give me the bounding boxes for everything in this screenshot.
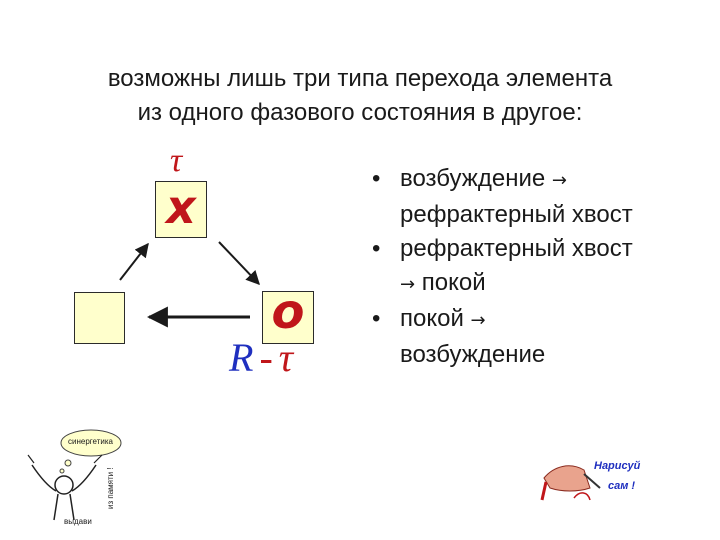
bullet-dot: • [372,235,381,262]
thinking-man-clipart: синергетика из памяти ! выдави [24,425,134,530]
title-line-2: из одного фазового состояния в другое: [137,99,583,126]
arrow-rest-to-excited [119,242,149,281]
refractory-state-box: o [262,284,314,344]
list-item-text-2: возбуждение [400,341,546,368]
tau-symbol: τ [170,142,183,179]
clipart-right-line-1: Нарисуй [594,460,641,472]
list-item-text-1: возбуждение [400,165,552,192]
arrow-right-icon: → [551,170,567,191]
minus-sign: - [259,335,273,380]
excited-state-label: x [166,180,196,234]
rest-state-box [74,292,125,344]
r-symbol: R [229,335,254,380]
arrow-right-icon: → [400,274,416,295]
clipart-side-text: из памяти ! [106,467,115,509]
list-item-text-2: рефрактерный хвост [400,201,633,228]
list-item-text-2: покой [415,269,486,296]
r-minus-tau-label: R-τ [229,334,293,381]
list-item: • покой → возбуждение [368,302,633,372]
clipart-bottom-text: выдави [64,517,92,526]
slide-title: возможны лишь три типа перехода элемента… [0,62,720,130]
clipart-right-line-2: сам ! [608,480,636,492]
refractory-state-label: o [271,284,305,340]
bullet-dot: • [372,305,381,332]
title-line-1: возможны лишь три типа перехода элемента [107,65,613,92]
arrow-right-icon: → [470,310,486,331]
transition-list: • возбуждение → рефрактерный хвост • реф… [368,162,633,372]
tau-symbol-bottom: τ [278,335,294,380]
bullet-dot: • [372,165,381,192]
list-item: • рефрактерный хвост → покой [368,232,633,302]
list-item-text-1: покой [400,305,471,332]
list-item-text-1: рефрактерный хвост [400,235,633,262]
clipart-bubble-text: синергетика [68,437,113,446]
drawing-hand-clipart: Нарисуй сам ! [540,448,650,510]
arrow-excited-to-refractory [218,241,260,286]
list-item: • возбуждение → рефрактерный хвост [368,162,633,232]
excited-state-box: x [155,180,207,238]
